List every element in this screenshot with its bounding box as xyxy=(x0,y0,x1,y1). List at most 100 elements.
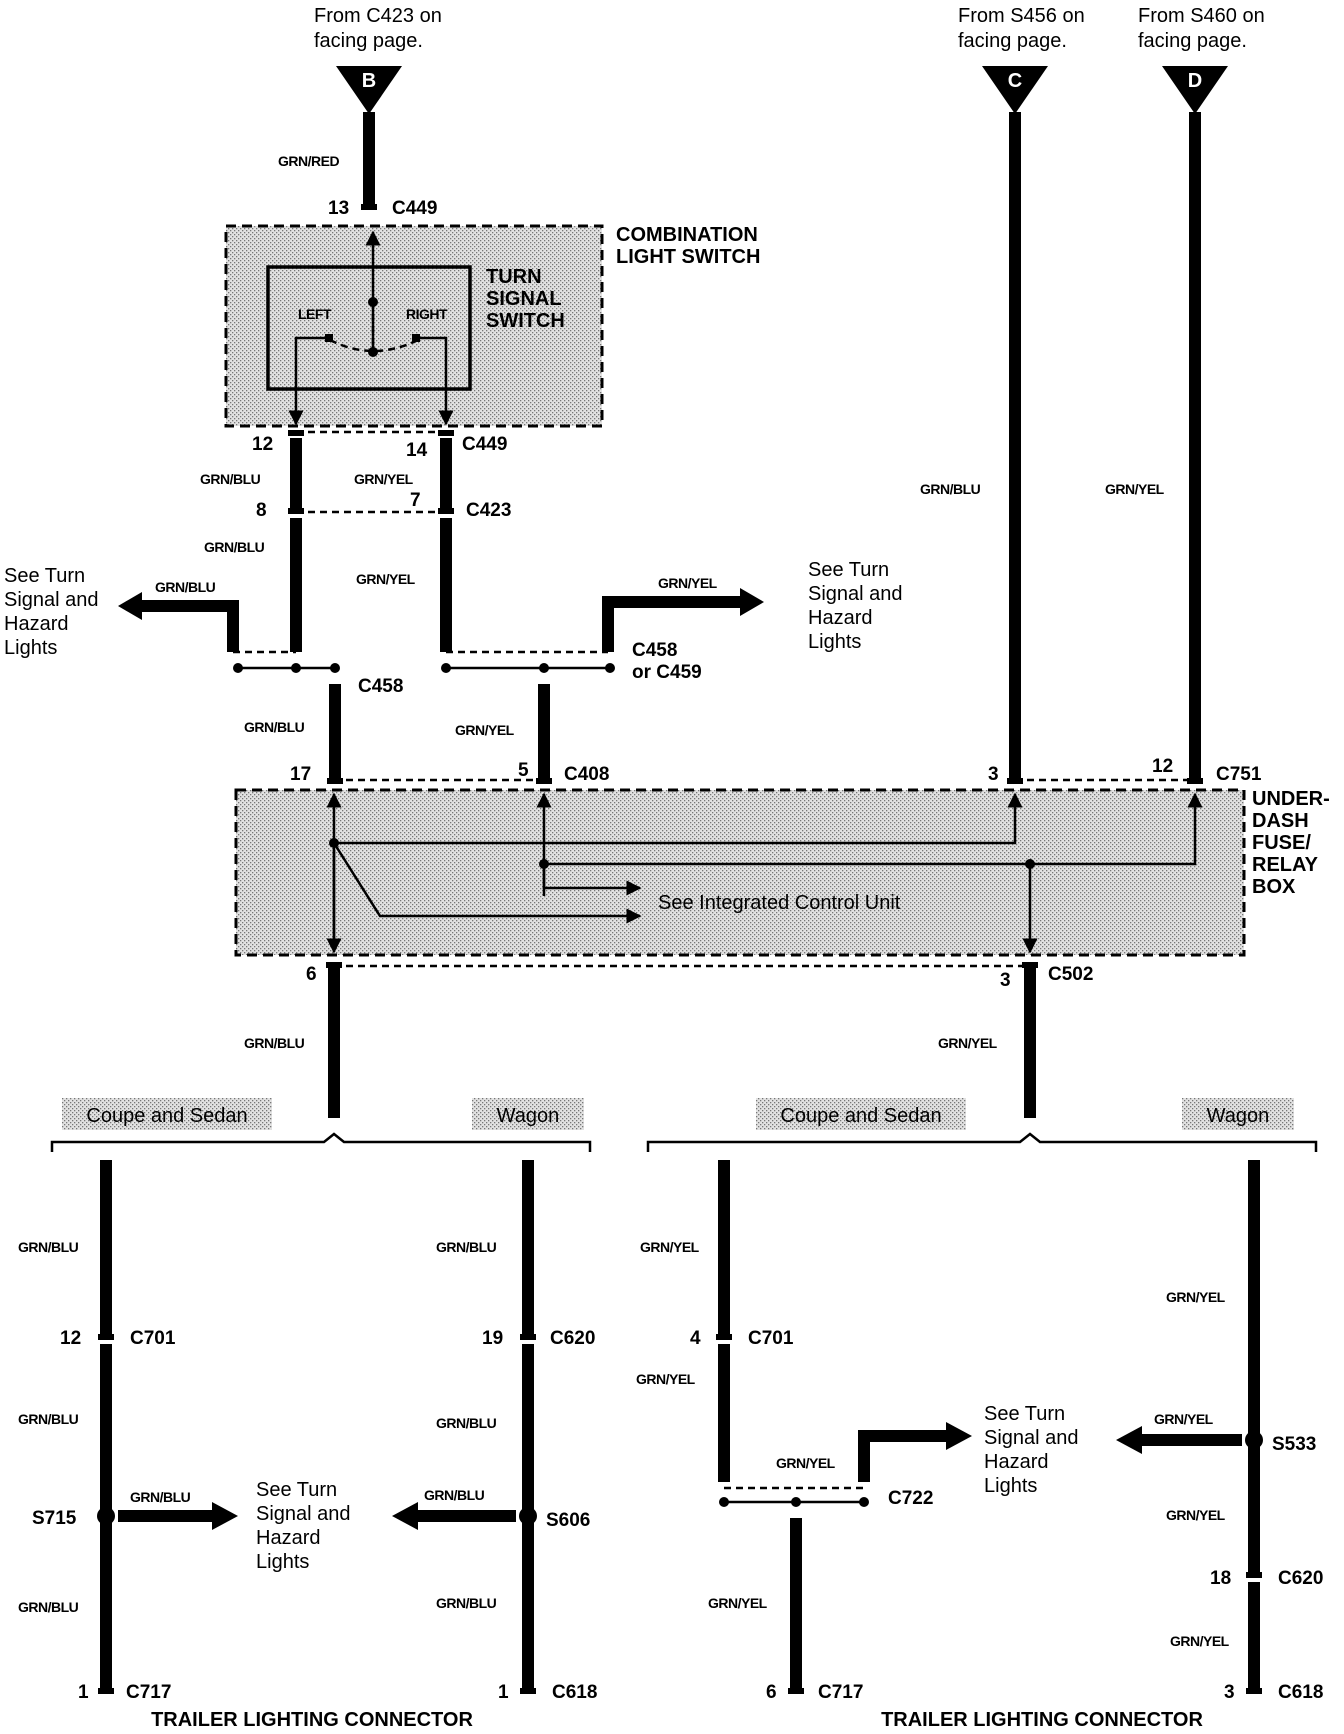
arrow-s606 xyxy=(392,1502,418,1530)
variant-tag-wagon-right xyxy=(1182,1098,1294,1130)
from-c423-note: From C423 on facing page. xyxy=(314,5,442,52)
footer-trailer-connector-right: TRAILER LIGHTING CONNECTOR xyxy=(881,1709,1203,1731)
wire-label-grn-yel-9: GRN/YEL xyxy=(776,1455,836,1471)
pin-12-c701: 12 xyxy=(60,1328,81,1349)
pin-1-c717-left: 1 xyxy=(78,1682,89,1703)
wire-label-grn-yel-2: GRN/YEL xyxy=(356,571,416,587)
wire-label-grn-blu-5: GRN/BLU xyxy=(920,481,981,497)
variant-coupe-left: Coupe and Sedan xyxy=(86,1105,247,1127)
right-label: RIGHT xyxy=(406,306,448,322)
pin-17: 17 xyxy=(290,764,311,785)
connector-c618-right: C618 xyxy=(1278,1682,1323,1703)
connector-c458-or-c459: C458 or C459 xyxy=(632,640,702,683)
svg-text:Lights: Lights xyxy=(808,631,861,653)
svg-text:FUSE/: FUSE/ xyxy=(1252,832,1311,854)
variant-brace-right xyxy=(646,1132,1318,1152)
pin-18: 18 xyxy=(1210,1568,1231,1589)
arrow-s715 xyxy=(212,1502,238,1530)
wire-grn-yel-wagon-right xyxy=(1140,1160,1260,1690)
pin-6: 6 xyxy=(306,964,317,985)
pin-3-c502: 3 xyxy=(1000,970,1011,991)
svg-text:From S460 on: From S460 on xyxy=(1138,5,1265,27)
svg-text:Hazard: Hazard xyxy=(256,1527,320,1549)
from-s456-note: From S456 on facing page. xyxy=(958,5,1085,52)
pin-8: 8 xyxy=(256,500,267,521)
pin-7: 7 xyxy=(410,490,421,511)
terminal-b: B xyxy=(336,66,402,114)
wire-label-grn-yel-14: GRN/YEL xyxy=(1170,1633,1230,1649)
see-turn-note-lower-right: See Turn Signal and Hazard Lights xyxy=(984,1403,1079,1497)
svg-text:See Turn: See Turn xyxy=(4,565,85,587)
pin-3-c618: 3 xyxy=(1224,1682,1235,1703)
pin-6-c717: 6 xyxy=(766,1682,777,1703)
svg-text:See Turn: See Turn xyxy=(256,1479,337,1501)
wire-label-grn-blu-8: GRN/BLU xyxy=(18,1411,79,1427)
pin-12-c449: 12 xyxy=(252,434,273,455)
variant-tag-coupe-left xyxy=(62,1098,272,1130)
svg-text:C: C xyxy=(1008,70,1022,92)
svg-text:Signal and: Signal and xyxy=(256,1503,351,1525)
variant-tag-wagon-left xyxy=(472,1098,584,1130)
svg-text:Lights: Lights xyxy=(256,1551,309,1573)
svg-text:facing page.: facing page. xyxy=(314,30,423,52)
turn-signal-switch-box xyxy=(266,265,472,391)
svg-text:facing page.: facing page. xyxy=(1138,30,1247,52)
wire-label-grn-blu-7: GRN/BLU xyxy=(18,1239,79,1255)
svg-text:Hazard: Hazard xyxy=(4,613,68,635)
svg-text:LIGHT SWITCH: LIGHT SWITCH xyxy=(616,246,760,268)
wire-label-grn-blu-4: GRN/BLU xyxy=(244,719,305,735)
see-turn-note-left: See Turn Signal and Hazard Lights xyxy=(4,565,99,659)
connector-c717-left: C717 xyxy=(126,1682,171,1703)
svg-text:RELAY: RELAY xyxy=(1252,854,1319,876)
svg-text:SWITCH: SWITCH xyxy=(486,310,565,332)
connector-c618-left: C618 xyxy=(552,1682,597,1703)
connector-c449-bottom: C449 xyxy=(462,434,507,455)
wire-label-grn-blu-3: GRN/BLU xyxy=(155,579,216,595)
connector-c722: C722 xyxy=(888,1488,933,1509)
wire-label-grn-yel-1: GRN/YEL xyxy=(354,471,414,487)
turn-signal-switch-contacts xyxy=(288,230,454,426)
svg-text:SIGNAL: SIGNAL xyxy=(486,288,562,310)
svg-text:Lights: Lights xyxy=(4,637,57,659)
arrow-right-see-turn xyxy=(740,588,764,616)
splice-s606-label: S606 xyxy=(546,1510,590,1531)
svg-text:facing page.: facing page. xyxy=(958,30,1067,52)
footer-trailer-connector-left: TRAILER LIGHTING CONNECTOR xyxy=(151,1709,473,1731)
wire-label-grn-yel-4: GRN/YEL xyxy=(455,722,515,738)
variant-brace-left xyxy=(50,1132,592,1152)
splice-s715 xyxy=(97,1507,115,1525)
combination-light-switch-label: COMBINATION LIGHT SWITCH xyxy=(616,224,760,268)
connector-c458-left: C458 xyxy=(358,676,403,697)
svg-text:See Turn: See Turn xyxy=(984,1403,1065,1425)
arrow-left-see-turn xyxy=(118,592,142,620)
svg-text:C458: C458 xyxy=(632,640,677,661)
from-s460-note: From S460 on facing page. xyxy=(1138,5,1265,52)
c722-splices xyxy=(719,1486,869,1507)
svg-text:UNDER-: UNDER- xyxy=(1252,788,1330,810)
svg-text:Signal and: Signal and xyxy=(984,1427,1079,1449)
connector-c502: C502 xyxy=(1048,964,1093,985)
wire-label-grn-blu-11: GRN/BLU xyxy=(436,1239,497,1255)
pin-4: 4 xyxy=(690,1328,701,1349)
pin-5: 5 xyxy=(518,760,529,781)
connector-c717-right: C717 xyxy=(818,1682,863,1703)
connector-c620-right: C620 xyxy=(1278,1568,1323,1589)
wire-label-grn-blu-14: GRN/BLU xyxy=(436,1595,497,1611)
svg-text:or C459: or C459 xyxy=(632,662,702,683)
svg-text:B: B xyxy=(362,70,376,92)
wire-label-grn-yel-6: GRN/YEL xyxy=(938,1035,998,1051)
terminal-c: C xyxy=(982,66,1048,114)
under-dash-fuse-relay-box xyxy=(234,788,1246,957)
arrow-c722 xyxy=(946,1422,972,1450)
arrow-s533 xyxy=(1116,1426,1142,1454)
c458-splices xyxy=(233,430,1195,968)
svg-text:D: D xyxy=(1188,70,1202,92)
splice-s533-label: S533 xyxy=(1272,1434,1316,1455)
wire-label-grn-yel-5: GRN/YEL xyxy=(1105,481,1165,497)
pin-14: 14 xyxy=(406,440,428,461)
connector-c423: C423 xyxy=(466,500,511,521)
wire-grn-yel-coupe-right xyxy=(718,1160,948,1690)
icu-note: See Integrated Control Unit xyxy=(658,892,901,914)
wire-label-grn-blu-12: GRN/BLU xyxy=(436,1415,497,1431)
